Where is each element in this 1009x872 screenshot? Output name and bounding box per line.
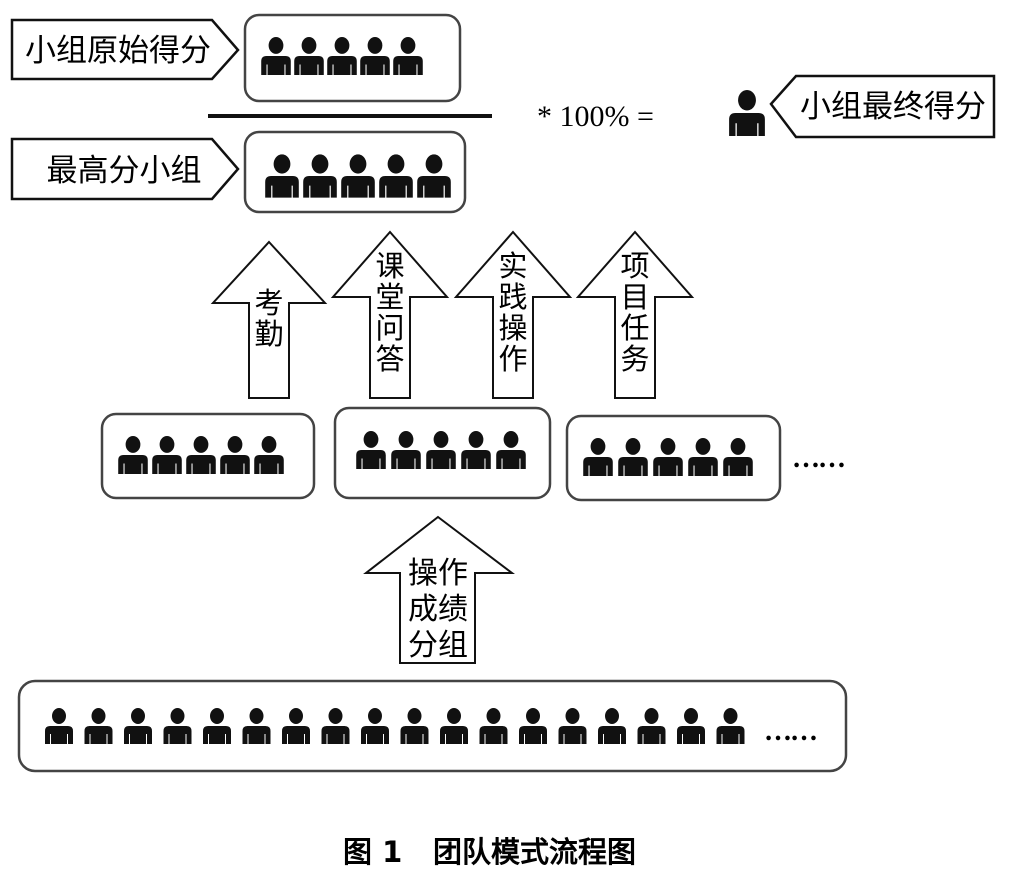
criteria-arrow-char: 目 [620, 280, 649, 314]
criteria-arrow-char: 勤 [254, 317, 283, 351]
denominator-label-text: 最高分小组 [47, 153, 202, 189]
all-students-box: …… [17, 679, 848, 773]
criteria-arrow-char: 操 [498, 311, 527, 345]
multiplier-text: * 100% = [537, 100, 654, 133]
criteria-arrow-char: 务 [620, 342, 649, 376]
arrow-shape [210, 240, 328, 399]
grouping-arrow-line-2: 成绩 [408, 592, 468, 627]
grouping-arrow-line-3: 分组 [408, 628, 468, 663]
criteria-arrow-char: 作 [498, 342, 527, 376]
numerator-label-text: 小组原始得分 [25, 33, 211, 69]
all-students-ellipsis: …… [764, 716, 816, 747]
criteria-arrow-char: 答 [375, 342, 404, 376]
grouping-arrow: 操作 成绩 分组 [363, 515, 515, 664]
denominator-group-box [243, 130, 467, 214]
criteria-arrow-char: 课 [375, 249, 404, 283]
figure-caption: 图 1 团队模式流程图 [343, 835, 636, 869]
criteria-arrow-char: 实 [498, 249, 527, 283]
arrow-shape [575, 230, 695, 399]
figure-title: 团队模式流程图 [433, 835, 636, 869]
criteria-arrow-char: 任 [620, 311, 649, 345]
numerator-group-box [243, 13, 462, 103]
group-box-1 [100, 412, 316, 500]
grouping-arrow-line-1: 操作 [408, 556, 468, 591]
group-box-2 [333, 406, 552, 500]
figure-number: 图 1 [343, 835, 402, 869]
criteria-arrow-char: 堂 [375, 280, 404, 314]
criteria-arrow-char: 项 [620, 249, 649, 283]
groups-ellipsis: …… [792, 443, 844, 474]
criteria-arrow-1: 考勤 [210, 240, 328, 399]
denominator-label: 最高分小组 [10, 137, 240, 201]
result-person-icon [729, 90, 765, 136]
criteria-arrow-char: 问 [375, 311, 404, 345]
arrow-shape [453, 230, 573, 399]
arrow-shape [330, 230, 450, 399]
criteria-arrow-char: 践 [498, 280, 527, 314]
group-box-3 [565, 414, 782, 502]
result-label-text: 小组最终得分 [800, 89, 986, 125]
criteria-arrow-char: 考 [254, 286, 283, 320]
result-label: 小组最终得分 [769, 74, 996, 139]
numerator-label: 小组原始得分 [10, 18, 240, 81]
